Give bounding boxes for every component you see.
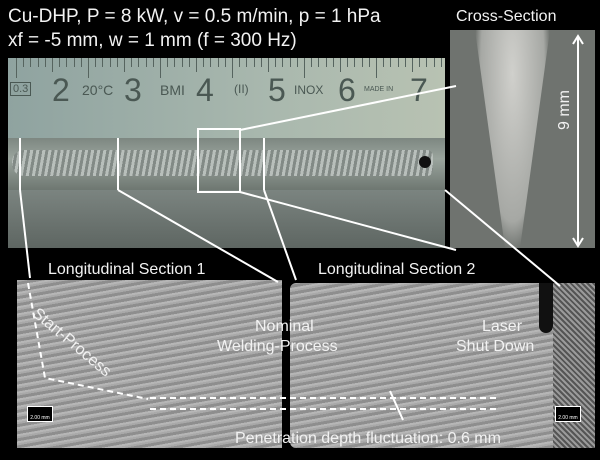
ruler-tick bbox=[246, 58, 248, 67]
ruler-mark: 3 bbox=[124, 72, 142, 108]
ruler-tick bbox=[30, 58, 32, 67]
ruler-tick bbox=[232, 58, 233, 78]
ruler-tick bbox=[124, 58, 125, 72]
ruler-mark: MADE IN bbox=[364, 86, 394, 93]
ruler-tick bbox=[59, 58, 61, 67]
ruler-tick bbox=[23, 58, 25, 67]
ruler-photo: 0.3 2 20°C 3 BMI 4 (II) 5 INOX 6 MADE IN… bbox=[8, 58, 445, 138]
ruler-tick bbox=[95, 58, 97, 67]
longitudinal-section-2-photo: 2.00 mm bbox=[290, 283, 595, 448]
shut-down-label: Shut Down bbox=[456, 338, 535, 355]
weld-bead bbox=[12, 150, 433, 176]
ruler-mark: BMI bbox=[160, 82, 185, 98]
nominal-label: Nominal bbox=[255, 318, 314, 335]
ruler-tick bbox=[44, 58, 46, 67]
ruler-tick bbox=[181, 58, 183, 67]
ruler-mark: 4 bbox=[196, 72, 214, 108]
scale-bar: 2.00 mm bbox=[27, 406, 53, 422]
ruler-tick bbox=[37, 58, 39, 67]
ruler-mark: 20°C bbox=[82, 82, 114, 98]
ruler-tick bbox=[311, 58, 313, 67]
ruler-tick bbox=[347, 58, 349, 67]
ruler-tick bbox=[167, 58, 169, 67]
ruler-tick bbox=[318, 58, 320, 67]
specimen-surface bbox=[8, 190, 445, 248]
fluctuation-label: Penetration depth fluctuation: 0.6 mm bbox=[235, 430, 501, 447]
ruler-tick bbox=[145, 58, 147, 67]
ruler-tick bbox=[152, 58, 154, 67]
ruler-tick bbox=[116, 58, 118, 67]
ruler-tick bbox=[376, 58, 377, 78]
ruler-tick bbox=[383, 58, 385, 67]
detail-box bbox=[197, 128, 241, 193]
ruler-tick bbox=[433, 58, 435, 67]
ruler-tick bbox=[73, 58, 75, 67]
ruler-tick bbox=[239, 58, 241, 67]
ruler-tick bbox=[419, 58, 421, 67]
ruler-tick bbox=[361, 58, 363, 67]
ruler-tick bbox=[325, 58, 327, 67]
scale-bar: 2.00 mm bbox=[555, 406, 581, 422]
section-1-label: Longitudinal Section 1 bbox=[48, 261, 206, 278]
ruler-tick bbox=[16, 58, 17, 78]
keyhole-end bbox=[419, 156, 431, 168]
ruler-tick bbox=[160, 58, 161, 78]
ruler-tick bbox=[138, 58, 140, 67]
ruler-tick bbox=[275, 58, 277, 67]
ruler-tick bbox=[296, 58, 298, 67]
ruler-tick bbox=[66, 58, 68, 67]
weld-seam-photo bbox=[8, 138, 445, 190]
ruler-mark: 7 bbox=[410, 72, 428, 108]
title-line-1: Cu-DHP, P = 8 kW, v = 0.5 m/min, p = 1 h… bbox=[8, 6, 381, 27]
ruler-tick bbox=[80, 58, 82, 67]
ruler-tick bbox=[368, 58, 370, 67]
longitudinal-section-1-photo: 2.00 mm bbox=[17, 280, 282, 448]
cross-section-label: Cross-Section bbox=[456, 8, 557, 25]
ruler-tick bbox=[88, 58, 89, 78]
title-line-2: xf = -5 mm, w = 1 mm (f = 300 Hz) bbox=[8, 30, 297, 51]
ruler-tick bbox=[289, 58, 291, 67]
ruler-tick bbox=[404, 58, 406, 67]
ruler-tick bbox=[224, 58, 226, 67]
ruler-tick bbox=[412, 58, 413, 72]
ruler-tick bbox=[196, 58, 197, 72]
ruler-tick bbox=[440, 58, 442, 67]
ruler-tick bbox=[188, 58, 190, 67]
ruler-tick bbox=[304, 58, 305, 78]
ruler-tick bbox=[340, 58, 341, 72]
laser-label: Laser bbox=[482, 318, 523, 335]
cross-section-photo bbox=[450, 30, 595, 248]
ruler-tick bbox=[260, 58, 262, 67]
welding-process-label: Welding-Process bbox=[217, 338, 338, 355]
ruler-tick bbox=[426, 58, 428, 67]
ruler-tick bbox=[282, 58, 284, 67]
ruler-tick bbox=[131, 58, 133, 67]
ruler-mark: 0.3 bbox=[10, 82, 32, 96]
ruler-tick bbox=[102, 58, 104, 67]
ruler-tick bbox=[354, 58, 356, 67]
ruler-mark: (II) bbox=[234, 82, 249, 96]
ruler-tick bbox=[217, 58, 219, 67]
ruler-mark: 6 bbox=[338, 72, 356, 108]
ruler-tick bbox=[397, 58, 399, 67]
ruler-mark: 5 bbox=[268, 72, 286, 108]
ruler-tick bbox=[268, 58, 269, 72]
ruler-tick bbox=[203, 58, 205, 67]
ruler-tick bbox=[109, 58, 111, 67]
ruler-tick bbox=[253, 58, 255, 67]
ruler-mark: INOX bbox=[294, 83, 324, 97]
ruler-tick bbox=[174, 58, 176, 67]
ruler-tick bbox=[332, 58, 334, 67]
section-2-label: Longitudinal Section 2 bbox=[318, 261, 476, 278]
ruler-tick bbox=[390, 58, 392, 67]
ruler-tick bbox=[52, 58, 53, 72]
ruler-tick bbox=[210, 58, 212, 67]
ruler-mark: 2 bbox=[52, 72, 70, 108]
